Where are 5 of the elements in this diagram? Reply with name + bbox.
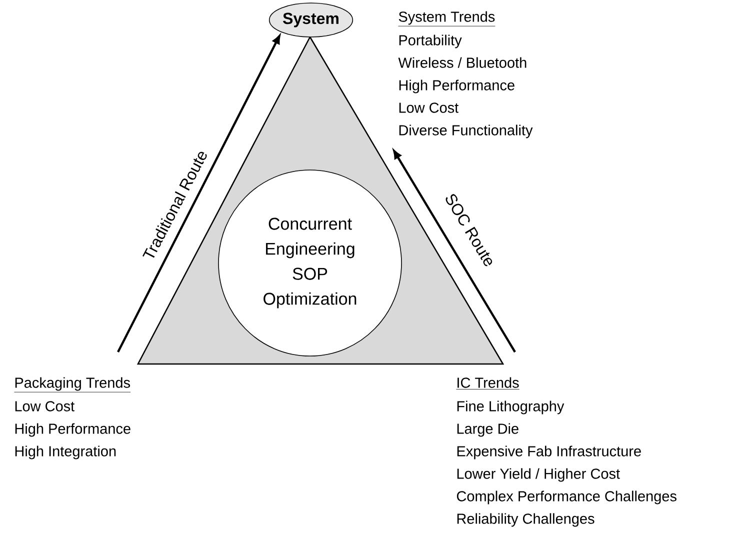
arrow xyxy=(117,35,280,352)
arrow xyxy=(393,150,516,353)
trend-list: System Trends Portability Wireless / Bluetooth High Performance Low Cost Diverse Functionality xyxy=(398,11,533,138)
trend-list: IC Trends Fine Lithography Large Die Expensive Fab Infrastructure Lower Yield / Higher Cost Complex Performance Challenges Reliability Challenges xyxy=(456,377,676,527)
trend-list: Packaging Trends Low Cost High Performance High Integration xyxy=(14,377,131,460)
